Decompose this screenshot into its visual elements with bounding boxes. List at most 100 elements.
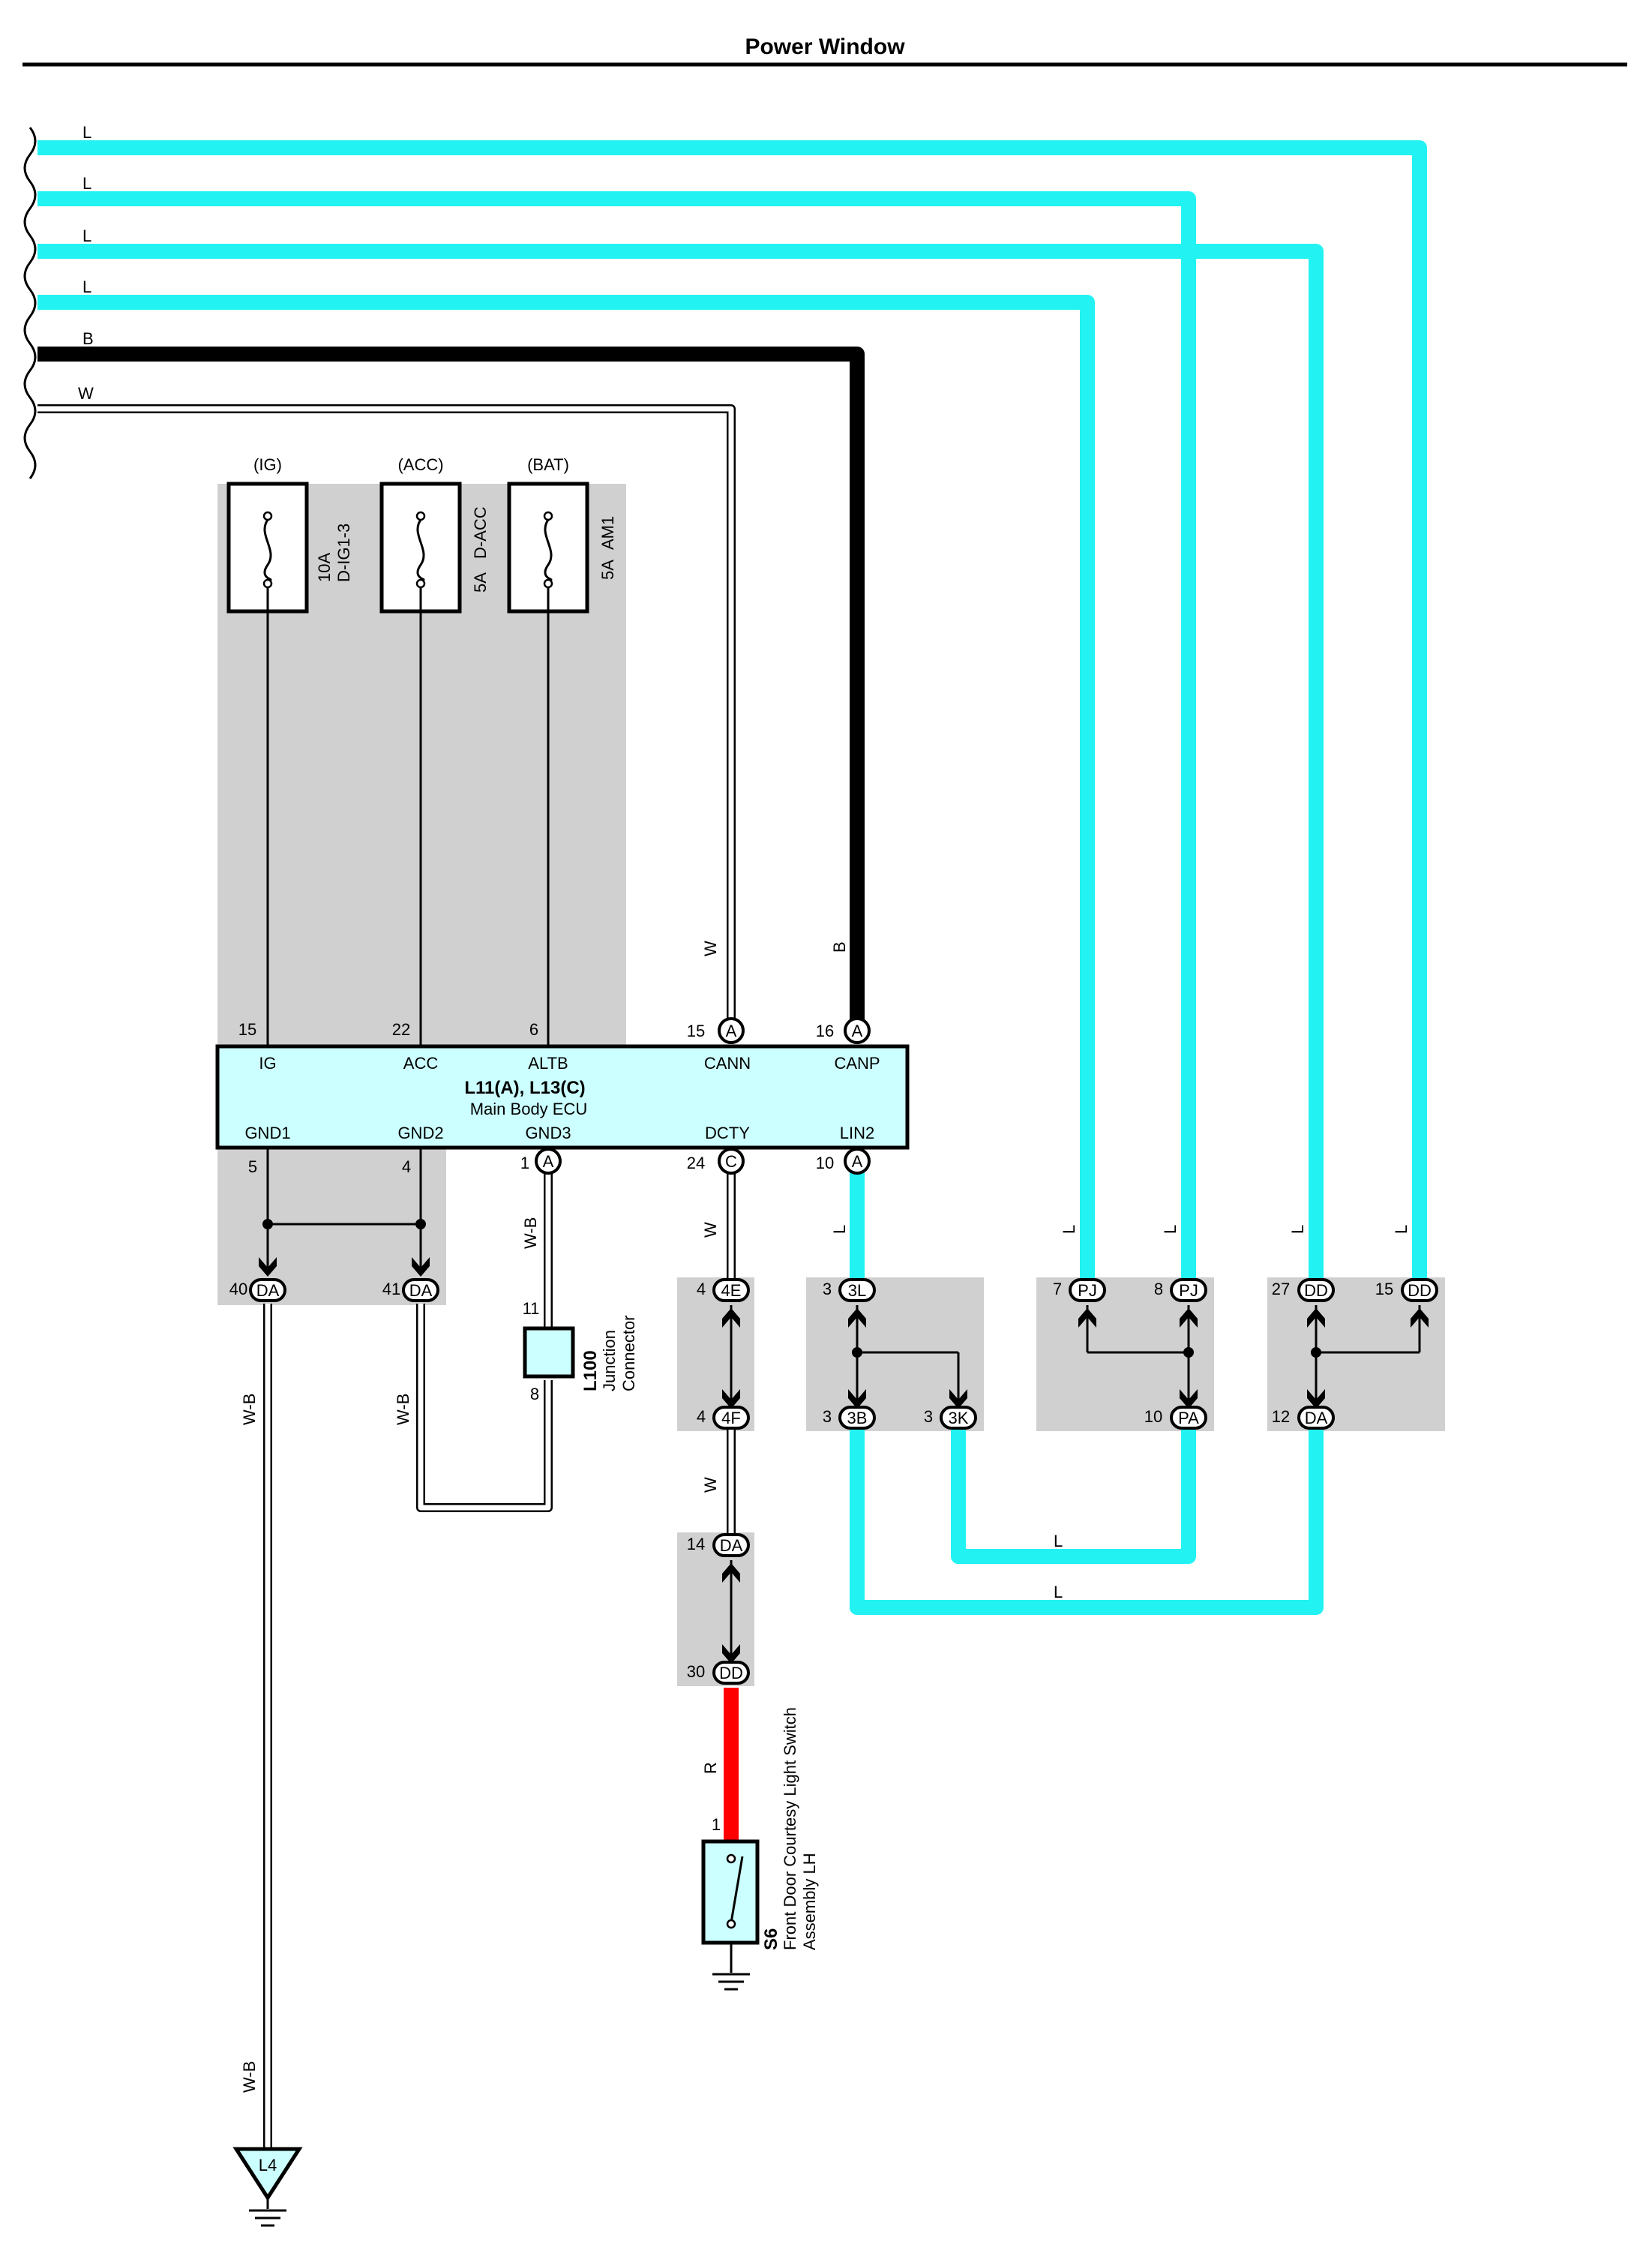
conn-da12: 12 DA [1272,1406,1335,1430]
switch-pin: 1 [712,1815,721,1834]
conn-3k: 3 3K [924,1406,977,1430]
switch-name2: Assembly LH [800,1853,819,1950]
ecu-lin2-conn: A [852,1152,863,1171]
ecu-gnd3-conn: A [543,1152,554,1171]
fuse-ig-name: D-IG1-3 [334,524,353,582]
ground-splice-bg [217,1148,446,1305]
label-pj7: L [1060,1225,1078,1234]
svg-text:12: 12 [1272,1407,1290,1426]
l100-name2: Connector [619,1315,638,1391]
label-gnd1: W-B [240,1394,259,1425]
svg-text:4: 4 [697,1407,706,1426]
l100-pin-bottom: 8 [530,1385,539,1403]
harness-wire-labels: L L L L B W [78,123,94,403]
conn-pa10: 10 PA [1144,1406,1207,1430]
ecu-label-lin2: LIN2 [840,1124,874,1142]
wire-w-inner [37,406,734,1031]
splice-dot-gnd [262,1219,273,1229]
svg-text:14: 14 [687,1535,705,1553]
svg-text:PA: PA [1178,1409,1199,1427]
page-title: Power Window [745,35,905,59]
svg-text:4F: 4F [721,1409,741,1427]
conn-pj7: 7 PJ [1053,1278,1106,1302]
svg-text:3B: 3B [847,1409,868,1427]
label-l-bottom1: L [1054,1532,1063,1550]
splice-dot-gnd2 [415,1219,426,1229]
ecu-code: L11(A), L13(C) [464,1078,585,1098]
svg-text:DA: DA [720,1536,743,1555]
svg-text:4E: 4E [721,1281,742,1300]
ecu-label-acc: ACC [403,1054,439,1073]
label-gnd3: W-B [521,1217,540,1249]
wires-below-ecu [263,1161,1324,2149]
svg-text:DD: DD [1304,1281,1328,1300]
ecu-label-canp: CANP [834,1054,880,1073]
wire-l-3 [37,244,1324,1292]
conn-da14: 14 DA [687,1533,750,1557]
svg-text:3: 3 [924,1407,933,1426]
svg-text:27: 27 [1272,1280,1290,1298]
j3-block-bg [806,1277,984,1431]
wire-3b-loop [850,1415,1324,1615]
ecu-pin-ig-num: 15 [238,1020,256,1039]
ground-symbol-icon [712,1973,750,1991]
svg-text:DD: DD [1408,1281,1432,1300]
thin-wires [266,587,550,1268]
fuse-acc-rating: 5A [471,572,490,593]
j4-block-bg [677,1277,754,1431]
ecu-pin-gnd1-num: 5 [248,1157,257,1176]
ecu-label-gnd2: GND2 [397,1124,443,1142]
ecu-label-gnd1: GND1 [244,1124,290,1142]
label-r: R [701,1762,720,1774]
ground-code: L4 [259,2156,277,2174]
connector-chevrons [259,1257,1429,1664]
da-dd-block-bg [677,1532,754,1686]
svg-text:3: 3 [823,1407,832,1426]
l100-code: L100 [580,1350,601,1391]
ground-symbol-icon [249,2209,286,2227]
svg-text:15: 15 [1375,1280,1393,1298]
svg-text:41: 41 [382,1280,400,1298]
svg-text:PJ: PJ [1179,1281,1198,1300]
svg-text:7: 7 [1053,1280,1062,1298]
conn-pj8: 8 PJ [1154,1278,1207,1302]
ecu-pin-lin2-num: 10 [816,1154,834,1172]
svg-text:DA: DA [409,1281,433,1300]
wire-3k-loop [951,1415,1196,1564]
ecu-label-dcty: DCTY [705,1124,750,1142]
fuse-ig-rating: 10A [315,553,334,582]
svg-text:3K: 3K [949,1409,969,1427]
harness-label-2: L [82,174,91,193]
ecu-cann-conn: A [726,1022,737,1040]
label-pj8: L [1161,1225,1180,1234]
label-w-4f-da: W [701,1477,720,1493]
label-lin2: L [830,1225,849,1234]
svg-text:30: 30 [687,1662,705,1681]
svg-text:40: 40 [229,1280,247,1298]
label-cann: W [701,941,720,956]
ecu-pin-acc-num: 22 [392,1020,410,1039]
harness-label-1: L [82,123,91,142]
svg-text:PJ: PJ [1078,1281,1097,1300]
junction-splice-dots [852,1347,1321,1358]
ecu-pin-altb-num: 6 [529,1020,538,1039]
ecu-name: Main Body ECU [470,1100,588,1118]
conn-4e: 4 4E [697,1278,750,1302]
svg-text:DA: DA [1305,1409,1328,1427]
label-gnd1-low: W-B [240,2061,259,2093]
conn-da41: 41 DA [382,1278,439,1302]
fuse-bat-name: AM1 [598,516,617,550]
conn-dd27: 27 DD [1272,1278,1335,1302]
label-canp: B [830,941,849,953]
svg-text:3L: 3L [848,1281,866,1300]
conn-4f: 4 4F [697,1406,750,1430]
dd-block-bg [1267,1277,1445,1431]
main-body-ecu: IG ACC ALTB CANN CANP L11(A), L13(C) Mai… [215,1044,910,1150]
l100-pin-top: 11 [523,1299,540,1318]
wire-l100-da41-inner [418,1304,551,1511]
ecu-canp-conn: A [852,1022,863,1040]
conn-3b: 3 3B [823,1406,876,1430]
ecu-pin-gnd2-num: 4 [402,1157,411,1176]
label-l-bottom2: L [1054,1583,1063,1601]
